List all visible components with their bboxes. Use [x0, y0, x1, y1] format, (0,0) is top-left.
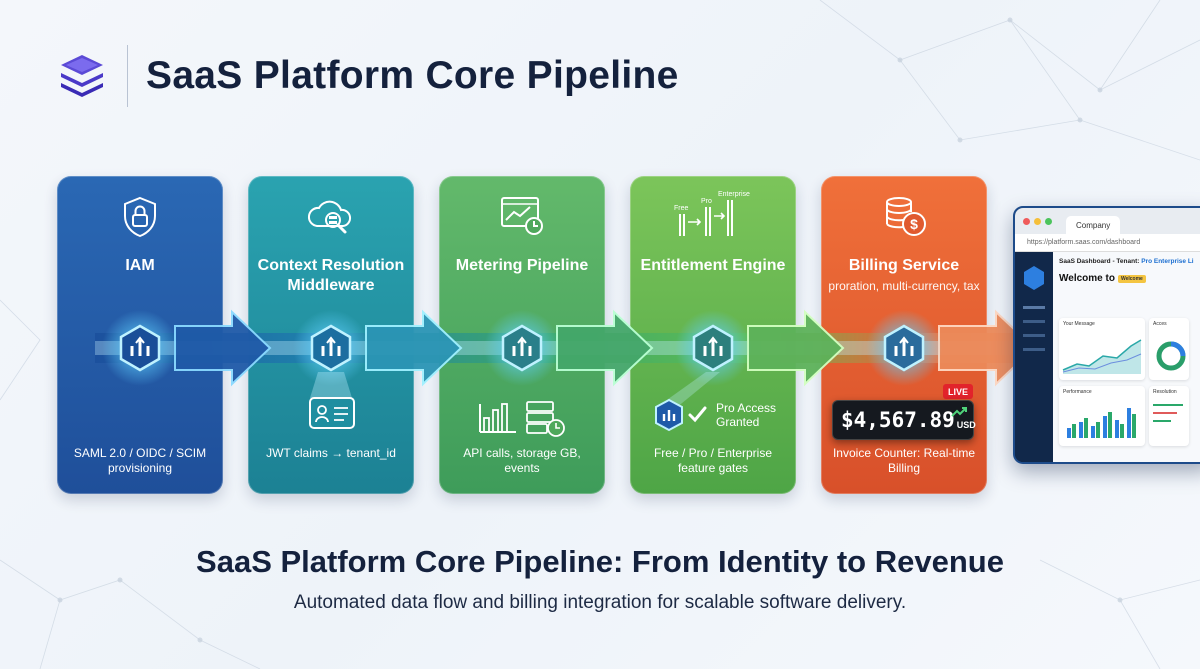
svg-text:$: $: [910, 216, 918, 232]
close-dot: [1023, 217, 1030, 225]
browser-titlebar: Company: [1015, 208, 1200, 234]
browser-tab: Company: [1066, 216, 1121, 234]
stage-title: Billing Service: [848, 257, 960, 274]
stage-title: Entitlement Engine: [640, 257, 786, 274]
invoice-counter: $4,567.89 USD: [832, 400, 976, 440]
cloud-search-icon: [308, 200, 352, 234]
footer-title: SaaS Platform Core Pipeline: From Identi…: [196, 544, 1004, 579]
footer-subtitle: Automated data flow and billing integrat…: [293, 592, 907, 613]
checkmark-icon: [688, 406, 707, 423]
dashboard-mockup: Company https://platform.saas.com/dashbo…: [1013, 206, 1200, 464]
progress-list-graphic: [1153, 404, 1183, 422]
stage-title: IAM: [125, 257, 155, 274]
access-label-line2: Granted: [716, 415, 760, 429]
minimize-dot: [1034, 217, 1041, 225]
header: SaaS Platform Core Pipeline: [55, 44, 679, 108]
layers-icon: [61, 55, 103, 97]
stage-title: Context Resolution Middleware: [257, 257, 405, 294]
maximize-dot: [1045, 217, 1052, 225]
dashboard-card-resolution: Resolution: [1149, 386, 1189, 446]
access-hex-icon: [655, 398, 707, 432]
stage-subtitle: proration, multi-currency, tax: [828, 279, 980, 293]
stage-description: Invoice Counter: Real-time Billing: [832, 446, 976, 475]
stage-description: API calls, storage GB, events: [463, 446, 581, 475]
dashboard-header: SaaS Dashboard - Tenant: Pro Enterprise …: [1059, 258, 1194, 265]
donut-chart-graphic: [1156, 341, 1186, 371]
tier-pro-label: Pro: [701, 198, 712, 205]
invoice-currency: USD: [956, 420, 976, 430]
page-title: SaaS Platform Core Pipeline: [146, 54, 679, 97]
access-granted-badge: Pro Access Granted: [654, 398, 776, 432]
stage-entitlement-engine: Free Pro Enterprise Entitlement Engine F…: [630, 176, 796, 494]
dashboard-card-access: Acces: [1149, 318, 1189, 380]
app-logo-icon: [1023, 266, 1045, 351]
trend-up-icon: [951, 407, 967, 417]
chart-clock-icon: [501, 197, 543, 235]
bar-chart-graphic: [1067, 408, 1136, 438]
stage-description: Free / Pro / Enterprise feature gates: [653, 446, 773, 475]
area-chart-graphic: [1062, 339, 1142, 374]
coins-dollar-icon: $: [886, 197, 926, 236]
stage-metering-pipeline: Metering Pipeline API calls, storage GB,…: [439, 176, 605, 494]
tier-steps-icon: Free Pro Enterprise: [674, 191, 750, 236]
invoice-amount: $4,567.89: [841, 408, 955, 432]
stage-iam: IAM SAML 2.0 / OIDC / SCIM provisioning: [57, 176, 223, 494]
stage-title: Metering Pipeline: [455, 257, 589, 274]
access-label-line1: Pro Access: [716, 401, 777, 415]
stage-billing-service: $ Billing Service proration, multi-curre…: [821, 176, 987, 494]
stage-description: JWT claims → tenant_id: [266, 446, 396, 460]
dashboard-sidebar: [1015, 252, 1053, 462]
dashboard-card-performance: Performance: [1059, 386, 1145, 446]
browser-url: https://platform.saas.com/dashboard: [1015, 234, 1200, 252]
stage-description: SAML 2.0 / OIDC / SCIM provisioning: [73, 446, 207, 475]
shield-lock-icon: [124, 196, 156, 238]
header-divider: [127, 45, 128, 107]
stage-context-resolution: Context Resolution Middleware JWT claims…: [248, 176, 414, 494]
live-badge: LIVE: [943, 384, 973, 399]
tier-free-label: Free: [674, 205, 689, 212]
tier-enterprise-label: Enterprise: [718, 191, 750, 198]
dashboard-card-messages: Your Message: [1059, 318, 1145, 380]
